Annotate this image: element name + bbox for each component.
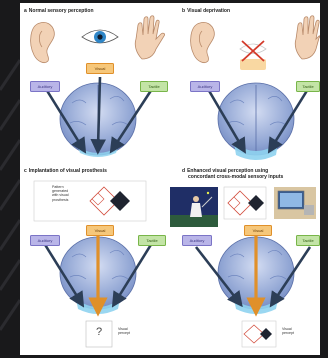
auditory-label-c: Auditory xyxy=(30,235,60,246)
pattern-note-line: prosthesis xyxy=(52,198,86,202)
eye-icon xyxy=(82,30,118,43)
panel-c-title-text: Implantation of visual prosthesis xyxy=(29,168,107,174)
tennis-player-image xyxy=(170,187,218,227)
visual-percept-note-c: Visual percept xyxy=(118,327,130,335)
ear-icon xyxy=(31,22,55,62)
panel-b-title-text: Visual deprivation xyxy=(187,8,230,14)
tactile-label-b: Tactile xyxy=(296,81,320,92)
panel-d-letter: d xyxy=(182,168,185,174)
visual-label-a: Visual xyxy=(86,63,114,74)
percept-line: percept xyxy=(118,331,130,335)
panel-d-title-line2: concordant cross-modal sensory inputs xyxy=(188,174,283,180)
tactile-label-c: Tactile xyxy=(138,235,166,246)
panel-c-letter: c xyxy=(24,168,27,174)
auditory-label-a: Auditory xyxy=(30,81,60,92)
visual-label-d: Visual xyxy=(244,225,272,236)
percept-line: percept xyxy=(282,331,294,335)
eye-crossed-icon xyxy=(240,41,266,70)
panel-d-graphics xyxy=(170,187,316,347)
auditory-label-b: Auditory xyxy=(190,81,220,92)
pattern-note: Pattern generated with visual prosthesis xyxy=(52,185,86,202)
visual-percept-note-d: Visual percept xyxy=(282,327,294,335)
auditory-label-d: Auditory xyxy=(182,235,212,246)
ear-icon xyxy=(191,22,215,62)
hand-icon xyxy=(135,16,164,59)
visual-percept-pattern-icon xyxy=(242,321,276,347)
tactile-label-d: Tactile xyxy=(296,235,320,246)
panel-b-letter: b xyxy=(182,8,185,14)
tactile-label-a: Tactile xyxy=(140,81,168,92)
panel-a-letter: a xyxy=(24,8,27,14)
unknown-percept-mark: ? xyxy=(86,325,112,339)
visual-label-c: Visual xyxy=(86,225,114,236)
computer-device-image xyxy=(274,187,316,219)
brain-b xyxy=(218,83,294,160)
hand-icon xyxy=(295,16,320,59)
diamond-pattern-icon xyxy=(224,187,266,219)
panel-a-title-text: Normal sensory perception xyxy=(29,8,94,14)
panel-c-graphics xyxy=(34,181,152,347)
